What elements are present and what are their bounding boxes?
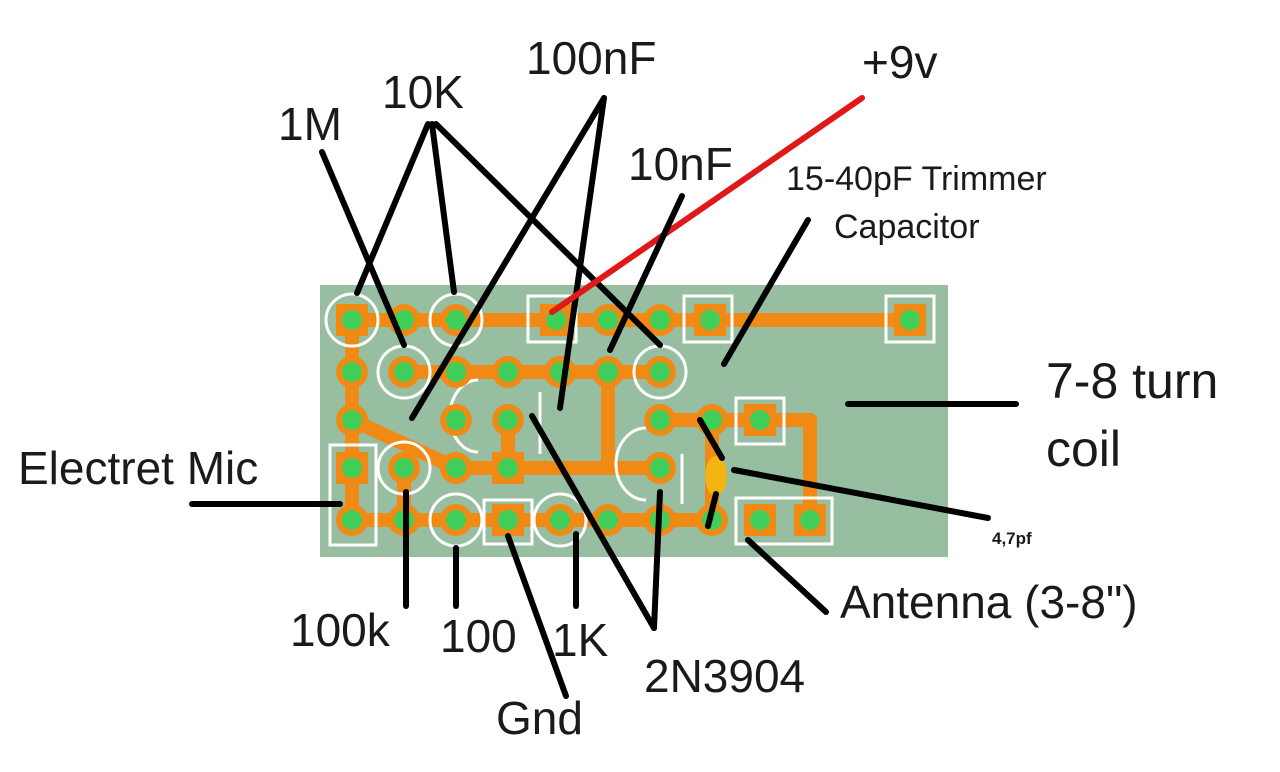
leader-10k-a xyxy=(354,121,431,296)
label-electret-mic: Electret Mic xyxy=(18,442,258,494)
leader-lines xyxy=(189,95,1019,699)
leader-4-7pf-b xyxy=(697,417,725,461)
label-10nf: 10nF xyxy=(628,138,733,190)
label-gnd: Gnd xyxy=(496,692,583,744)
label-1k: 1K xyxy=(552,614,609,666)
label-plus-9v: +9v xyxy=(862,36,937,88)
leader-2n3904-b xyxy=(651,489,663,631)
label-antenna: Antenna (3-8") xyxy=(840,576,1138,628)
leader-10nf xyxy=(607,193,685,353)
leader-2n3904-a xyxy=(529,413,657,631)
leader-10k-c xyxy=(433,121,663,348)
label-4-7pf: 4,7pf xyxy=(992,529,1032,548)
leader-plus-9v xyxy=(549,95,865,315)
leader-trimmer xyxy=(721,217,811,367)
leader-antenna xyxy=(745,537,829,615)
label-coil-line2: coil xyxy=(1046,421,1121,477)
label-100: 100 xyxy=(440,610,517,662)
text-labels: 1M 10K 100nF +9v 10nF 15-40pF Trimmer Ca… xyxy=(18,32,1218,744)
leader-gnd xyxy=(505,533,569,699)
label-2n3904: 2N3904 xyxy=(644,650,805,702)
label-100nf: 100nF xyxy=(526,32,656,84)
leader-4-7pf-a xyxy=(731,467,991,521)
label-1m: 1M xyxy=(278,98,342,150)
label-trimmer-line2: Capacitor xyxy=(834,208,980,246)
label-trimmer-line1: 15-40pF Trimmer xyxy=(786,160,1047,198)
capacitor-4-7pf-body xyxy=(705,456,727,496)
leader-100nf-a xyxy=(409,95,607,421)
drill-holes xyxy=(342,310,920,530)
pcb-board xyxy=(320,285,948,557)
leader-10k-b xyxy=(429,121,457,295)
leader-100nf-b xyxy=(557,95,607,411)
label-100k: 100k xyxy=(290,604,391,656)
label-10k: 10K xyxy=(382,66,464,118)
label-coil-line1: 7-8 turn xyxy=(1046,353,1218,409)
leader-1m xyxy=(319,149,407,348)
leader-4-7pf-c xyxy=(705,491,719,529)
